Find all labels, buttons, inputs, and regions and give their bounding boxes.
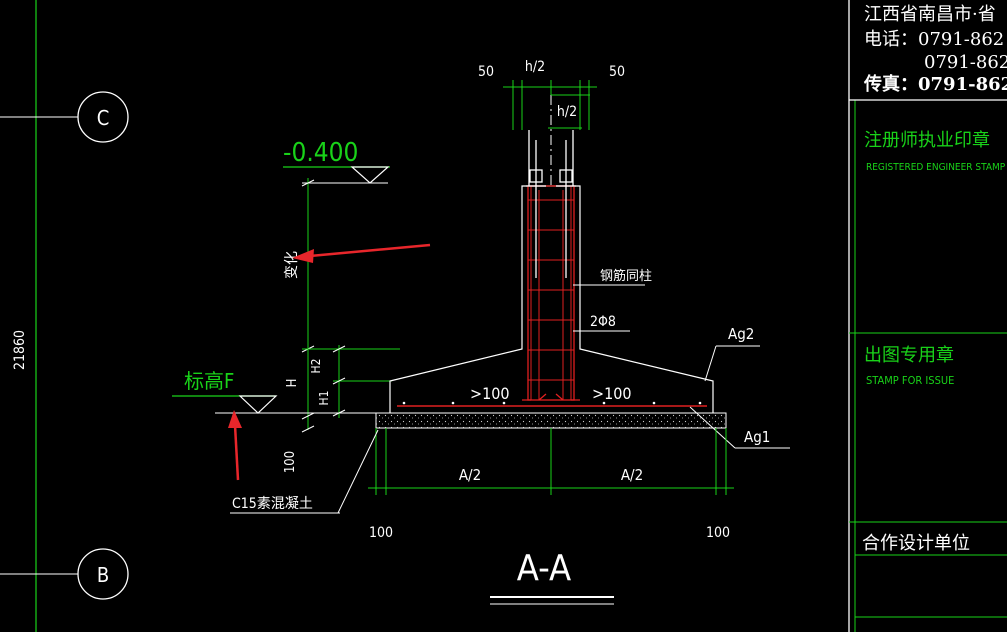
dim-100-vertical: 100	[283, 451, 298, 473]
elevation-f-group: 标高F	[172, 369, 378, 414]
rebar-labels: 钢筋同柱 2Φ8 Ag2 Ag1 >100 >100	[470, 268, 790, 449]
grid-label-c: C	[97, 106, 110, 130]
depth-dimension: 变化 H H2 H1 100	[283, 178, 400, 473]
issue-stamp-cn: 出图专用章	[864, 345, 954, 366]
dim-h-label: H	[285, 379, 300, 388]
elevation-top-group: -0.400	[283, 138, 390, 184]
top-dimensions: 50 h/2 50 h/2	[478, 59, 625, 130]
dim-50-right: 50	[609, 64, 625, 80]
dim-a-half-left: A/2	[459, 466, 481, 484]
dim-h-half-inner: h/2	[557, 104, 577, 120]
annotation-arrow-depth	[309, 243, 431, 258]
annotation-arrows	[228, 243, 431, 481]
issue-stamp-en: STAMP FOR ISSUE	[866, 374, 954, 387]
ag1-label: Ag1	[744, 428, 770, 446]
section-title-label: A-A	[517, 548, 571, 589]
elevation-f-marker-icon	[238, 395, 278, 414]
footing-outline	[389, 185, 714, 413]
rebar-same-column-label: 钢筋同柱	[600, 268, 652, 284]
concrete-c15-label: C15素混凝土	[232, 496, 313, 512]
annotation-arrow-elevation	[233, 424, 240, 481]
grid-bubble-b[interactable]	[77, 548, 129, 600]
grid-label-b: B	[97, 563, 109, 587]
title-block: 江西省南昌市·省 电话：0791-862 0791-862 传真：0791-86…	[848, 0, 1007, 632]
company-phone-2: 0791-862	[924, 52, 1007, 73]
grid-bubble-c[interactable]	[77, 91, 129, 143]
arrow-head-icon	[228, 410, 242, 428]
anchor-bolts	[526, 130, 576, 278]
rebar-cage-outline	[527, 185, 575, 401]
engineer-stamp-cn: 注册师执业印章	[864, 130, 990, 151]
dim-100-left: 100	[369, 525, 393, 541]
bottom-dimensions: A/2 A/2 C15素混凝土 100 100	[230, 428, 734, 541]
dim-h-half-top: h/2	[525, 59, 545, 75]
arrow-head-icon	[292, 249, 314, 263]
dim-50-left: 50	[478, 64, 494, 80]
grid-axis-group: C B 21860	[0, 0, 129, 632]
cover-right-label: >100	[592, 384, 632, 403]
partner-design-unit: 合作设计单位	[862, 533, 970, 554]
dim-total-vertical: 21860	[12, 330, 28, 370]
company-fax: 传真：0791-862	[863, 73, 1007, 95]
ag2-label: Ag2	[728, 325, 754, 343]
section-title: A-A	[490, 548, 614, 605]
stirrup-label: 2Φ8	[590, 314, 616, 330]
dim-100-right: 100	[706, 525, 730, 541]
elevation-f-label: 标高F	[184, 369, 234, 393]
dim-h1-label: H1	[317, 391, 331, 406]
dim-a-half-right: A/2	[621, 466, 643, 484]
depth-variable-label: 变化	[284, 251, 300, 279]
elevation-marker-icon	[350, 166, 390, 184]
concrete-bedding	[375, 412, 727, 429]
footing-section	[375, 95, 727, 429]
cover-left-label: >100	[470, 384, 510, 403]
stirrups	[528, 199, 574, 381]
elevation-top-label: -0.400	[283, 138, 358, 168]
company-address: 江西省南昌市·省	[864, 4, 996, 25]
company-phone: 电话：0791-862	[864, 29, 1004, 50]
dim-h2-label: H2	[309, 359, 323, 374]
engineer-stamp-en: REGISTERED ENGINEER STAMP	[866, 162, 1006, 173]
